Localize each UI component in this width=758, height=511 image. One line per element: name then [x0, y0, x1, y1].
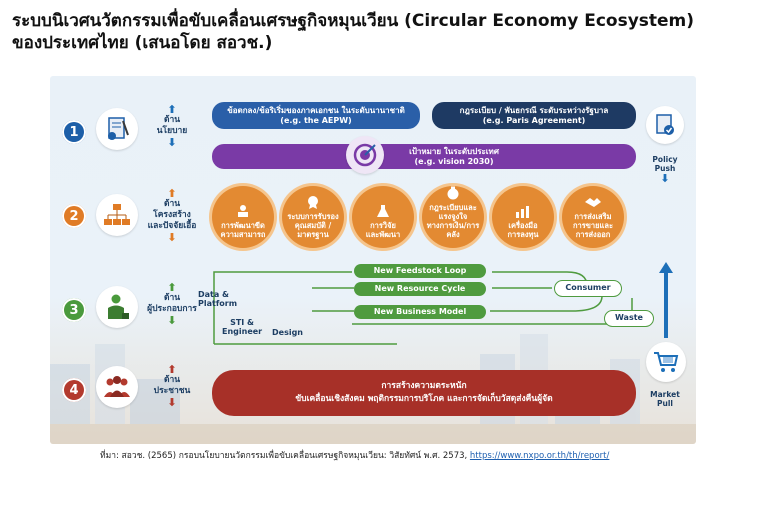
- structure-export-line1: การส่งเสริม: [574, 212, 612, 221]
- flask-icon: [377, 205, 389, 217]
- row-3-label: ⬆ ด้าน ผู้ประกอบการ ⬇: [144, 282, 200, 326]
- handshake-icon: [585, 198, 601, 207]
- consumer-node: Consumer: [554, 280, 622, 297]
- structure-capacity-line2: ความสามารถ: [220, 230, 266, 239]
- capacity-icon: [238, 205, 248, 217]
- arrow-down-icon: ⬇: [167, 136, 177, 149]
- structure-certification-line3: มาตรฐาน: [297, 230, 329, 239]
- structure-investment: เครื่องมือ การลงทุน: [492, 186, 554, 248]
- structure-regulation: กฎระเบียบและ แรงจูงใจ ทางการเงิน/การคลัง: [422, 186, 484, 248]
- arrow-down-icon: ⬇: [167, 231, 177, 244]
- policy-target-line1: เป้าหมาย ในระดับประเทศ: [409, 146, 499, 156]
- source-text: ที่มา: สอวช. (2565) กรอบนโยบายนวัตกรรมเพ…: [100, 451, 470, 461]
- structure-regulation-line1: กฎระเบียบและ: [429, 203, 477, 212]
- row-1-label-line2: นโยบาย: [156, 126, 188, 136]
- source-citation: ที่มา: สอวช. (2565) กรอบนโยบายนวัตกรรมเพ…: [100, 448, 750, 462]
- market-pull-arrow: [664, 272, 668, 338]
- row-1-label-line1: ด้าน: [163, 115, 181, 125]
- people-group-icon: [96, 366, 138, 408]
- row-2-label-line2: โครงสร้าง: [153, 210, 191, 220]
- row-2-label: ⬆ ด้าน โครงสร้าง และปัจจัยเอื้อ ⬇: [144, 188, 200, 243]
- sti-engineer-label: STI & Engineer: [222, 318, 262, 336]
- market-pull-line2: Pull: [657, 399, 673, 408]
- policy-push-line2: Push: [654, 164, 676, 173]
- policy-document-icon: [96, 108, 138, 150]
- ecosystem-diagram: 1 ⬆ ด้าน นโยบาย ⬇ ข้อตกลง/ข้อริเริ่มของภ…: [50, 76, 696, 444]
- row-1-label: ⬆ ด้าน นโยบาย ⬇: [144, 104, 200, 148]
- row-3-label-line1: ด้าน: [163, 293, 181, 303]
- loop-new-business-model: New Business Model: [354, 305, 486, 319]
- source-link[interactable]: https://www.nxpo.or.th/th/report/: [469, 451, 610, 461]
- row-4-label: ⬆ ด้าน ประชาชน ⬇: [144, 364, 200, 408]
- row-3-number: 3: [62, 298, 86, 322]
- row-2-number: 2: [62, 204, 86, 228]
- money-bag-icon: [447, 186, 459, 200]
- row-3-label-line2: ผู้ประกอบการ: [147, 304, 197, 314]
- policy-push-line1: Policy: [652, 155, 678, 164]
- structure-certification: ระบบการรับรอง คุณสมบัติ / มาตรฐาน: [282, 186, 344, 248]
- structure-org-chart-icon: [96, 194, 138, 236]
- structure-investment-line1: เครื่องมือ: [508, 221, 538, 230]
- arrow-down-icon: ⬇: [167, 396, 177, 409]
- sti-engineer-line1: STI &: [230, 318, 255, 327]
- market-pull-label: Market Pull: [640, 390, 690, 408]
- certificate-icon: [308, 196, 318, 209]
- page-title: ระบบนิเวศนวัตกรรมเพื่อขับเคลื่อนเศรษฐกิจ…: [12, 10, 752, 54]
- structure-export-line3: การส่งออก: [575, 230, 611, 239]
- people-line1: การสร้างความตระหนัก: [381, 381, 467, 391]
- bar-growth-icon: [516, 206, 529, 218]
- arrow-down-icon: ⬇: [660, 172, 670, 185]
- title-line-1: ระบบนิเวศนวัตกรรมเพื่อขับเคลื่อนเศรษฐกิจ…: [12, 11, 695, 31]
- loop-new-resource-cycle: New Resource Cycle: [354, 282, 486, 296]
- policy-gov-box: กฎระเบียบ / พันธกรณี ระดับระหว่างรัฐบาล …: [432, 102, 636, 129]
- row-4-label-line1: ด้าน: [163, 375, 181, 385]
- row-4-number: 4: [62, 378, 86, 402]
- people-line2: ขับเคลื่อนเชิงสังคม พฤติกรรมการบริโภค แล…: [295, 394, 553, 404]
- data-platform-line2: Platform: [198, 299, 238, 308]
- arrow-up-icon: ⬆: [167, 187, 177, 200]
- loop-new-feedstock: New Feedstock Loop: [354, 264, 486, 278]
- people-awareness-bar: การสร้างความตระหนัก ขับเคลื่อนเชิงสังคม …: [212, 370, 636, 416]
- policy-push-icon: [646, 106, 684, 144]
- arrow-down-icon: ⬇: [167, 314, 177, 327]
- row-2-label-line1: ด้าน: [163, 199, 181, 209]
- structure-export: การส่งเสริม การขายและ การส่งออก: [562, 186, 624, 248]
- data-platform-line1: Data &: [198, 290, 230, 299]
- title-line-2: ของประเทศไทย (เสนอโดย สอวช.): [12, 33, 273, 53]
- row-1-number: 1: [62, 120, 86, 144]
- structure-rnd-line2: และพัฒนา: [365, 230, 401, 239]
- policy-gov-line1: กฎระเบียบ / พันธกรณี ระดับระหว่างรัฐบาล: [459, 105, 609, 115]
- policy-intl-line2: (e.g. the AEPW): [280, 115, 352, 125]
- row-2-label-line3: และปัจจัยเอื้อ: [147, 221, 197, 231]
- policy-intl-box: ข้อตกลง/ข้อริเริ่มของภาคเอกชน ในระดับนาน…: [212, 102, 420, 129]
- sti-engineer-line2: Engineer: [222, 327, 263, 336]
- policy-gov-line2: (e.g. Paris Agreement): [482, 115, 586, 125]
- arrow-up-icon: ⬆: [167, 281, 177, 294]
- arrow-up-icon: [659, 262, 673, 273]
- arrow-up-icon: ⬆: [167, 363, 177, 376]
- target-icon: [346, 136, 384, 174]
- structure-capacity-line1: การพัฒนาขีด: [221, 221, 265, 230]
- data-platform-label: Data & Platform: [198, 290, 237, 308]
- structure-rnd-line1: การวิจัย: [370, 221, 396, 230]
- policy-target-line2: (e.g. vision 2030): [414, 156, 494, 166]
- waste-node: Waste: [604, 310, 654, 327]
- shopping-cart-icon: [646, 342, 686, 382]
- structure-certification-line1: ระบบการรับรอง: [287, 212, 339, 221]
- structure-regulation-line2: แรงจูงใจ: [438, 212, 468, 221]
- structure-certification-line2: คุณสมบัติ /: [294, 221, 332, 230]
- arrow-up-icon: ⬆: [167, 103, 177, 116]
- structure-export-line2: การขายและ: [573, 221, 613, 230]
- market-pull-line1: Market: [650, 390, 680, 399]
- entrepreneur-icon: [96, 286, 138, 328]
- policy-target-box: เป้าหมาย ในระดับประเทศ (e.g. vision 2030…: [212, 144, 636, 169]
- structure-regulation-line3: ทางการเงิน/การคลัง: [426, 221, 480, 239]
- policy-intl-line1: ข้อตกลง/ข้อริเริ่มของภาคเอกชน ในระดับนาน…: [227, 105, 405, 115]
- policy-push-label: Policy Push ⬇: [640, 155, 690, 184]
- structure-capacity: การพัฒนาขีด ความสามารถ: [212, 186, 274, 248]
- structure-rnd: การวิจัย และพัฒนา: [352, 186, 414, 248]
- row-4-label-line2: ประชาชน: [153, 386, 191, 396]
- design-label: Design: [272, 328, 303, 337]
- structure-investment-line2: การลงทุน: [507, 230, 539, 239]
